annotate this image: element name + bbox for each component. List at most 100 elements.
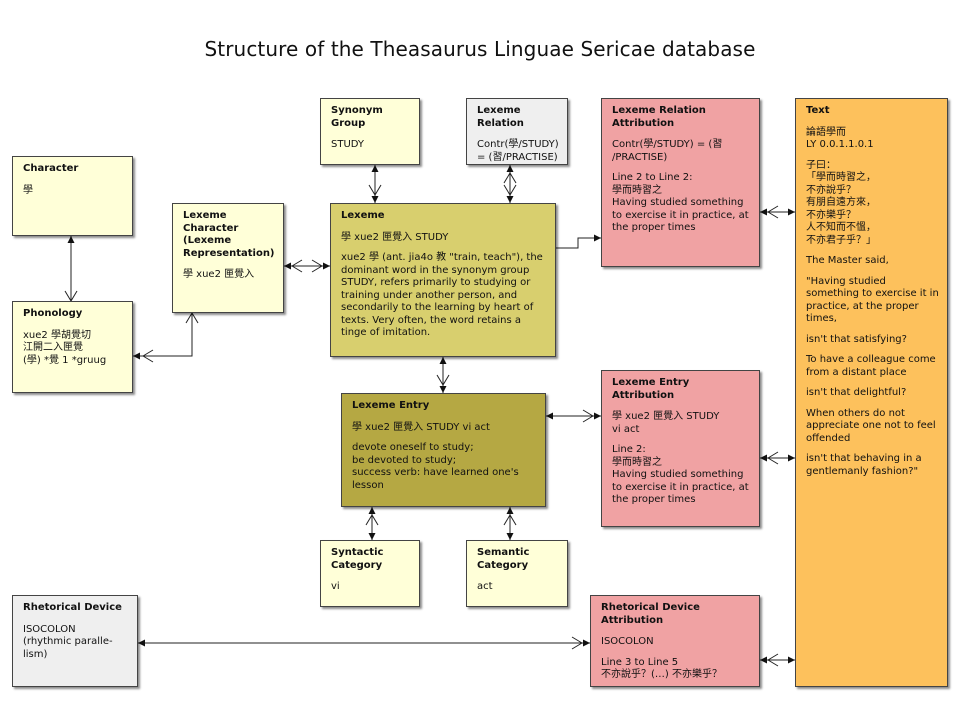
phonology-text: xue2 學胡覺切 江開二入匣覺 (學) *覺 1 *gruug — [23, 329, 107, 366]
lexeme-character-title: Lexeme Character (Lexeme Representation) — [183, 210, 275, 259]
arrowhead-mark — [439, 386, 447, 393]
arrowhead-mark — [760, 454, 767, 462]
lexeme-entry-title: Lexeme Entry — [352, 400, 430, 411]
lexeme-relation-title: Lexeme Relation — [477, 105, 524, 129]
arrowhead-mark — [439, 357, 447, 364]
text-title: Text — [806, 105, 830, 116]
synonym-group-title: Synonym Group — [331, 105, 383, 129]
crowfoot-mark — [503, 184, 511, 196]
arrowhead-mark — [371, 165, 379, 172]
crowfoot-mark — [571, 642, 583, 650]
text-text: The Master said, — [806, 255, 889, 266]
crowfoot-mark — [767, 653, 779, 661]
text-text: 子曰： 「學而時習之， 不亦說乎？ 有朋自遠方來， 不亦樂乎？ 人不知而不慍， … — [806, 159, 876, 246]
crowfoot-mark — [368, 184, 376, 196]
rhetorical-device-text: ISOCOLON (rhythmic paralle- lism) — [23, 623, 113, 660]
lexeme-entry-text: devote oneself to study; be devoted to s… — [352, 442, 519, 491]
crowfoot-mark — [767, 659, 779, 667]
character-text: 學 — [23, 184, 33, 196]
arrowhead-mark — [323, 262, 330, 270]
synonym-group-text: STUDY — [331, 139, 365, 150]
lexeme-title: Lexeme — [341, 210, 385, 221]
text-text: isn't that satisfying? — [806, 333, 907, 345]
text-text: "Having studied something to exercise it… — [806, 275, 939, 325]
crowfoot-mark — [142, 349, 154, 357]
arrowhead-mark — [506, 533, 514, 540]
diagram-title: Structure of the Theasaurus Linguae Seri… — [204, 37, 756, 61]
text-text: 論語學而 LY 0.0.1.1.0.1 — [806, 126, 874, 151]
crowfoot-mark — [767, 211, 779, 219]
lexeme-entry-text: 學 xue2 匣覺入 STUDY vi act — [352, 421, 490, 433]
lexeme-relation-text: Contr(學/STUDY) = (習/PRACTISE) — [477, 139, 559, 163]
crowfoot-mark — [371, 514, 379, 526]
crowfoot-mark — [509, 514, 517, 526]
semantic-category-title: Semantic Category — [477, 547, 530, 571]
crowfoot-mark — [509, 184, 517, 196]
crowfoot-mark — [767, 205, 779, 213]
arrowhead-mark — [138, 639, 145, 647]
crowfoot-mark — [767, 457, 779, 465]
crowfoot-mark — [582, 409, 594, 417]
crowfoot-mark — [311, 265, 323, 273]
character-title: Character — [23, 163, 79, 174]
rhetorical-device-title: Rhetorical Device — [23, 602, 122, 613]
rhetorical-device-attribution-text: Line 3 to Line 5 不亦說乎？(…) 不亦樂乎？ — [601, 656, 722, 681]
semantic-category-text: act — [477, 581, 493, 592]
crowfoot-mark — [582, 415, 594, 423]
crowfoot-mark — [311, 259, 323, 267]
crowfoot-mark — [70, 290, 78, 302]
phonology-title: Phonology — [23, 308, 83, 319]
lexeme-text: xue2 學 (ant. jia4o 教 "train, teach"), th… — [341, 252, 543, 338]
lexeme-character-box[interactable]: Lexeme Character (Lexeme Representation)… — [172, 203, 284, 313]
arrowhead-mark — [506, 507, 514, 514]
crowfoot-mark — [142, 355, 154, 363]
rhetorical-device-attribution-title: Rhetorical Device Attribution — [601, 602, 700, 626]
syntactic-category-title: Syntactic Category — [331, 547, 384, 571]
crowfoot-mark — [442, 374, 450, 386]
arrowhead-mark — [67, 236, 75, 243]
lexeme-entry-box[interactable]: Lexeme Entry 學 xue2 匣覺入 STUDY vi act devot… — [341, 393, 546, 507]
crowfoot-mark — [571, 636, 583, 644]
phonology-box[interactable]: Phonology xue2 學胡覺切 江開二入匣覺 (學) *覺 1 *gruu… — [12, 301, 133, 393]
crowfoot-mark — [509, 172, 517, 184]
lexeme-box[interactable]: Lexeme 學 xue2 匣覺入 STUDY xue2 學 (ant. jia4o… — [330, 203, 556, 357]
syntactic-category-box[interactable]: Syntactic Category vi — [320, 540, 420, 607]
arrowhead-mark — [760, 656, 767, 664]
crowfoot-mark — [365, 514, 373, 526]
arrowhead-mark — [788, 656, 795, 664]
arrowhead-mark — [506, 196, 514, 203]
arrowhead-mark — [583, 639, 590, 647]
arrowhead-mark — [760, 208, 767, 216]
lexeme-entry-attribution-title: Lexeme Entry Attribution — [612, 377, 690, 401]
arrowhead-mark — [594, 234, 601, 242]
lexeme-text: 學 xue2 匣覺入 STUDY — [341, 231, 449, 243]
crowfoot-mark — [291, 259, 303, 267]
syntactic-category-text: vi — [331, 581, 340, 592]
crowfoot-mark — [374, 184, 382, 196]
character-box[interactable]: Character 學 — [12, 156, 133, 236]
rhetorical-device-attribution-text: ISOCOLON — [601, 636, 654, 647]
crowfoot-mark — [64, 290, 72, 302]
lexeme-entry-attribution-box[interactable]: Lexeme Entry Attribution 學 xue2 匣覺入 STUDY… — [601, 370, 760, 527]
crowfoot-mark — [291, 265, 303, 273]
arrowhead-mark — [594, 412, 601, 420]
lexeme-relation-attribution-title: Lexeme Relation Attribution — [612, 105, 706, 129]
arrowhead-mark — [368, 533, 376, 540]
arrowhead-mark — [133, 352, 140, 360]
semantic-category-box[interactable]: Semantic Category act — [466, 540, 568, 607]
crowfoot-mark — [503, 514, 511, 526]
lexeme-entry-attribution-text: 學 xue2 匣覺入 STUDY vi act — [612, 411, 720, 435]
lexeme-character-text: 學 xue2 匣覺入 — [183, 269, 255, 280]
text-text: isn't that behaving in a gentlemanly fas… — [806, 453, 922, 477]
arrowhead-mark — [788, 208, 795, 216]
crowfoot-mark — [503, 172, 511, 184]
crowfoot-mark — [436, 374, 444, 386]
text-text: isn't that delightful? — [806, 387, 907, 398]
text-box[interactable]: Text 論語學而 LY 0.0.1.1.0.1 子曰： 「學而時習之， 不亦說乎？… — [795, 98, 948, 687]
